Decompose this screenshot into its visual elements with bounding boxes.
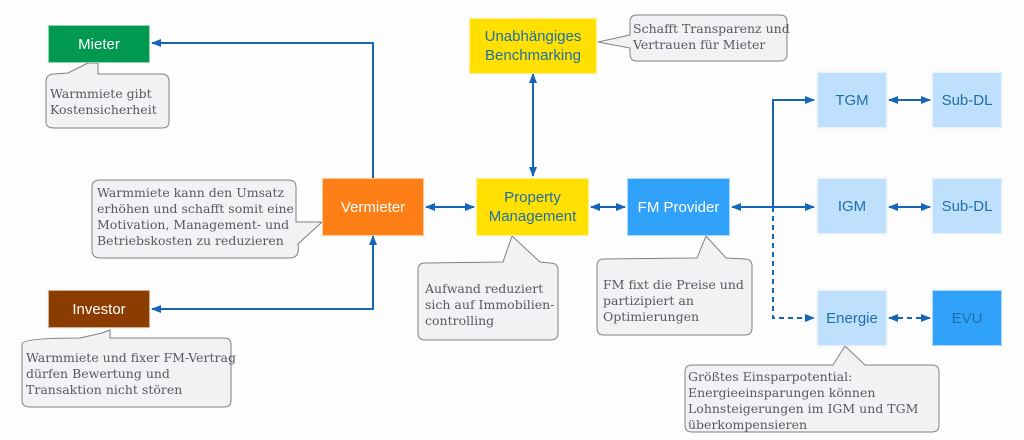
node-igm-label: IGM (837, 197, 867, 215)
connector-fm-provider-tgm (731, 96, 815, 211)
node-evu-label: EVU (951, 309, 983, 327)
node-sub-dl-2-label: Sub-DL (941, 197, 993, 215)
callout-benchmarking (597, 14, 788, 62)
node-igm: IGM (817, 178, 887, 234)
node-investor-label: Investor (72, 300, 126, 318)
note-investor: Warmmiete und fixer FM-Vertrag dürfen Be… (26, 350, 236, 397)
node-property-management: Property Management (476, 178, 589, 236)
node-energie: Energie (817, 290, 887, 346)
node-mieter: Mieter (48, 25, 150, 63)
connector-fm-provider-energie (772, 207, 815, 322)
node-vermieter-label: Vermieter (340, 198, 406, 216)
callout-investor (21, 329, 232, 408)
node-benchmarking: Unabhängiges Benchmarking (469, 18, 597, 74)
callout-mieter (45, 62, 170, 129)
node-tgm: TGM (817, 72, 887, 128)
note-benchmarking: Schafft Transparenz und Vertrauen für Mi… (633, 21, 790, 52)
note-fm-provider: FM fixt die Preise und partizipiert an O… (603, 277, 744, 324)
node-investor: Investor (48, 290, 150, 328)
note-vermieter: Warmmiete kann den Umsatz erhöhen und sc… (97, 185, 294, 248)
connector-vermieter-investor (151, 235, 377, 313)
node-evu: EVU (932, 290, 1002, 346)
node-fm-provider-label: FM Provider (637, 198, 720, 216)
node-fm-provider: FM Provider (627, 178, 730, 236)
node-energie-label: Energie (826, 309, 878, 327)
node-mieter-label: Mieter (78, 35, 120, 53)
note-energie: Größtes Einsparpotential: Energieeinspar… (688, 369, 919, 432)
node-tgm-label: TGM (835, 91, 869, 109)
note-property-management: Aufwand reduziert sich auf Immobilien- c… (425, 281, 555, 328)
node-sub-dl-1: Sub-DL (932, 72, 1002, 128)
callout-fm-provider (596, 235, 753, 336)
node-benchmarking-label: Unabhängiges Benchmarking (484, 28, 582, 64)
node-sub-dl-2: Sub-DL (932, 178, 1002, 234)
callout-property-management (417, 235, 559, 341)
callout-energie (684, 345, 940, 433)
node-sub-dl-1-label: Sub-DL (941, 91, 993, 109)
connector-vermieter-mieter (151, 39, 374, 178)
node-property-management-label: Property Management (488, 189, 577, 225)
node-vermieter: Vermieter (322, 178, 424, 236)
note-mieter: Warmmiete gibt Kostensicherheit (50, 86, 157, 117)
